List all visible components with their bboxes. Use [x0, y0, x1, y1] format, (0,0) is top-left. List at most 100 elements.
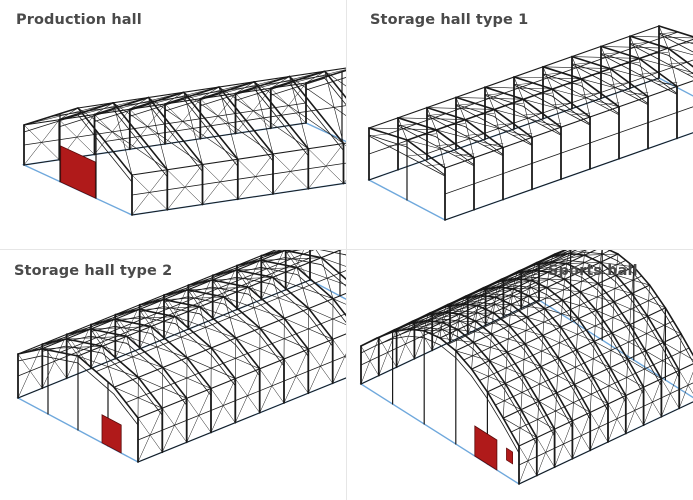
purlin [510, 347, 690, 433]
wall-bracing [200, 98, 236, 134]
roof-bracing [582, 254, 585, 272]
roof-bracing [506, 325, 510, 353]
truss-chord [629, 42, 669, 56]
sports-hall-drawing [359, 250, 693, 485]
truss-chord [502, 424, 520, 454]
purlin [447, 259, 627, 345]
truss-chord [486, 398, 504, 426]
roof-bracing [126, 336, 139, 378]
wall-bracing [607, 403, 627, 434]
roof-bracing [574, 349, 577, 385]
truss-web [513, 82, 534, 86]
roof-bracing [522, 98, 533, 138]
wall-bracing [589, 412, 609, 443]
wall-bracing [261, 255, 286, 291]
front-door [60, 145, 96, 199]
roof-bracing [66, 338, 79, 357]
truss-chord [577, 325, 595, 349]
roof-bracing [270, 76, 290, 89]
roof-bracing [611, 301, 615, 334]
roof-bracing [528, 280, 532, 297]
truss-chord [253, 88, 309, 157]
truss-chord [471, 375, 488, 400]
roof-bracing [546, 271, 550, 288]
wall-bracing [59, 119, 95, 155]
wall-bracing [485, 286, 504, 318]
panel-storage-hall-type-1: Storage hall type 1 [347, 0, 693, 250]
purlin [29, 250, 282, 352]
truss-web [425, 163, 446, 167]
wall-bracing [90, 324, 116, 359]
truss-web [609, 82, 630, 85]
truss-chord [425, 327, 443, 330]
roof-bracing [408, 323, 411, 330]
truss-web [628, 92, 649, 95]
panel-storage-hall-type-2: Storage hall type 2 [0, 250, 346, 500]
roof-bracing [94, 102, 114, 115]
wall-bracing [115, 314, 140, 350]
roof-bracing [479, 289, 482, 296]
roof-bracing [426, 107, 437, 131]
truss-web [387, 143, 408, 147]
truss-chord [609, 75, 649, 104]
truss-chord [449, 302, 467, 312]
wall-rail [23, 102, 307, 146]
truss-chord [396, 327, 413, 337]
roof-bracing [284, 250, 304, 251]
roof-bracing [615, 253, 619, 276]
roof-bracing [113, 102, 133, 176]
wall-bracing [137, 417, 163, 453]
roof-bracing [254, 81, 274, 155]
truss-chord [467, 294, 485, 303]
roof-bracing [502, 383, 506, 419]
truss-web [445, 123, 466, 126]
roof-bracing [187, 289, 200, 308]
wall-bracing [17, 353, 43, 389]
roof-bracing [443, 306, 447, 313]
truss-chord [649, 291, 666, 316]
roof-bracing [518, 409, 522, 447]
truss-chord [113, 393, 139, 426]
roof-bracing [491, 312, 494, 335]
roof-bracing [566, 253, 569, 264]
truss-chord [600, 53, 640, 66]
roof-bracing [464, 119, 475, 159]
truss-chord [667, 54, 693, 75]
roof-bracing [183, 92, 203, 165]
purlin [494, 320, 674, 406]
truss-chord [296, 274, 334, 307]
truss-chord [455, 104, 495, 117]
roof-bracing [568, 250, 571, 254]
roof-bracing [638, 58, 649, 97]
truss-chord [493, 116, 533, 145]
roof-bracing [647, 284, 650, 317]
frame-rafter [320, 256, 346, 281]
truss-chord [426, 114, 466, 127]
wall-bracing [272, 153, 309, 190]
truss-web [657, 82, 678, 85]
purlin [137, 333, 346, 419]
truss-chord [538, 260, 556, 270]
roof-bracing [580, 270, 583, 293]
roof-bracing [200, 86, 220, 100]
roof-bracing [471, 342, 474, 370]
truss-web [426, 113, 447, 116]
truss-chord [199, 313, 237, 346]
truss-chord [305, 76, 346, 91]
purlin [104, 105, 346, 142]
roof-bracing [164, 92, 185, 105]
truss-chord [77, 114, 133, 183]
truss-web [600, 52, 621, 55]
roof-bracing [320, 257, 334, 300]
truss-chord [591, 382, 609, 412]
truss-web [619, 62, 640, 65]
roof-bracing [550, 256, 554, 263]
truss-chord [575, 356, 593, 384]
roof-bracing [305, 71, 326, 84]
panel-sports-hall: Sports hall [347, 250, 693, 500]
roof-bracing [542, 308, 546, 336]
purlin [59, 250, 315, 353]
truss-chord [506, 358, 524, 383]
truss-chord [406, 146, 446, 176]
